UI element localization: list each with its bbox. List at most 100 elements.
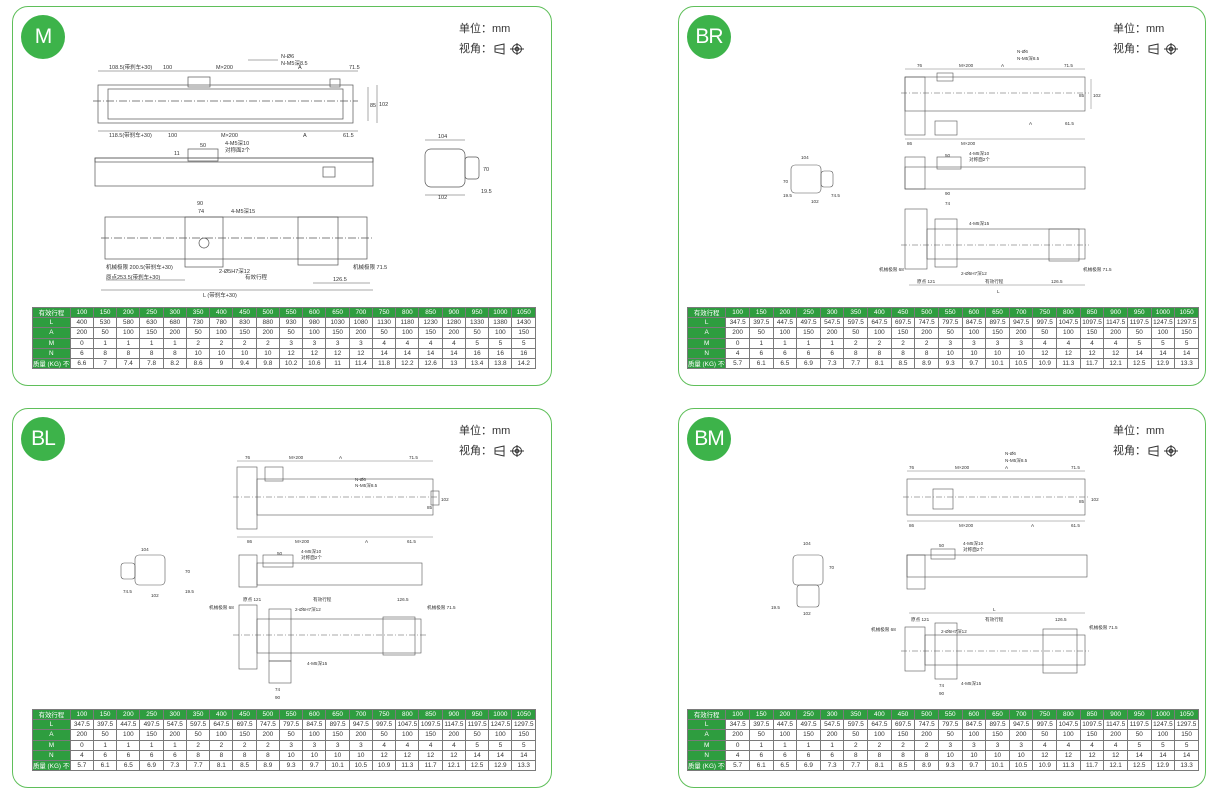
table-cell: 4 — [69, 749, 94, 761]
table-cell: 50 — [1032, 729, 1058, 741]
table-header-cell: 900 — [441, 306, 466, 319]
unit-legend: 单位：mm 视角： — [459, 19, 537, 59]
table-cell: 10 — [302, 749, 327, 761]
table-cell: 3 — [937, 337, 963, 349]
dim-text: N-Ø6 — [281, 54, 294, 60]
dim-text: 102 — [379, 102, 388, 108]
table-cell: 597.5 — [185, 719, 211, 731]
table-cell: 200 — [725, 729, 750, 741]
dim-text: 19.5 — [783, 193, 792, 198]
table-cell: 14 — [464, 749, 490, 761]
table-cell: 547.5 — [819, 317, 845, 329]
projection-symbol-icon — [494, 445, 524, 458]
dim-text: N-M5深8.5 — [1017, 55, 1040, 62]
table-cell: 797.5 — [937, 719, 963, 731]
table-cell: 4 — [725, 347, 750, 359]
table-cell: 12.1 — [1103, 357, 1128, 370]
table-cell: 150 — [985, 327, 1010, 339]
table-cell: 200 — [914, 327, 939, 339]
table-cell: 8 — [162, 347, 187, 359]
table-cell: 14 — [395, 347, 420, 359]
table-cell: 10 — [1008, 749, 1034, 761]
table-cell: 1047.5 — [1056, 719, 1081, 731]
table-cell: 16 — [511, 347, 536, 359]
table-header-cell: 250 — [796, 306, 821, 319]
table-cell: 10.5 — [1008, 357, 1034, 370]
table-cell: 8 — [867, 347, 892, 359]
table-cell: 6 — [819, 347, 845, 359]
dim-text: 104 — [438, 134, 447, 140]
dim-text: A — [1005, 465, 1009, 470]
table-header-cell: 1000 — [488, 708, 513, 721]
view-label: 视角： — [459, 43, 492, 55]
table-cell: 200 — [819, 729, 845, 741]
table-cell: 630 — [139, 317, 164, 329]
table-cell: 6.5 — [772, 759, 798, 772]
table-cell: 497.5 — [139, 719, 164, 731]
dim-text: M×200 — [955, 465, 970, 470]
dim-text: M×200 — [961, 141, 976, 146]
table-cell: 5 — [488, 337, 513, 349]
dim-text: A — [303, 133, 307, 139]
table-cell: 0 — [69, 337, 94, 349]
table-cell: 50 — [1126, 327, 1152, 339]
table-cell: 8 — [890, 347, 916, 359]
table-cell: 14 — [1150, 749, 1176, 761]
table-cell: 200 — [255, 729, 280, 741]
table-cell: 780 — [209, 317, 234, 329]
table-cell: 10.9 — [371, 759, 397, 772]
table-header-cell: 800 — [395, 306, 420, 319]
table-header-cell: 350 — [843, 306, 869, 319]
table-cell: 4 — [395, 337, 420, 349]
table-header-cell: 450 — [232, 306, 257, 319]
table-cell: 200 — [1008, 729, 1034, 741]
panel-bm: BM 单位：mm 视角： 76 M×200 A — [678, 408, 1206, 788]
table-cell: 150 — [1079, 327, 1105, 339]
table-cell: 14 — [1174, 347, 1199, 359]
dim-text: 74 — [939, 683, 945, 688]
row-label: L — [686, 719, 727, 731]
table-cell: 10.5 — [348, 759, 373, 772]
table-cell: 200 — [348, 729, 373, 741]
table-cell: 447.5 — [116, 719, 141, 731]
table-cell: 8 — [232, 749, 257, 761]
table-cell: 200 — [441, 729, 466, 741]
table-cell: 1180 — [395, 317, 420, 329]
table-header-cell: 150 — [92, 708, 118, 721]
dim-text: 90 — [945, 191, 951, 196]
table-cell: 14 — [511, 749, 536, 761]
table-cell: 10 — [278, 749, 304, 761]
dim-text: 机械极限 71.5 — [427, 604, 456, 611]
table-cell: 8.9 — [914, 357, 939, 370]
dim-text: 102 — [441, 497, 449, 502]
table-cell: 997.5 — [1032, 317, 1058, 329]
table-cell: 150 — [232, 729, 257, 741]
table-cell: 150 — [139, 729, 164, 741]
table-cell: 997.5 — [1032, 719, 1058, 731]
dim-text: 76 — [917, 63, 923, 68]
dim-text: 102 — [1091, 497, 1099, 502]
dim-text: 机械极限 68 — [879, 266, 904, 273]
dim-text: 50 — [939, 543, 945, 548]
table-cell: 3 — [985, 739, 1010, 751]
dim-text: 104 — [801, 155, 809, 160]
table-header-cell: 100 — [725, 708, 750, 721]
table-cell: 8 — [116, 347, 141, 359]
table-cell: 1 — [772, 739, 798, 751]
dim-text: 有效行程 — [245, 273, 268, 281]
table-cell: 530 — [92, 317, 118, 329]
table-cell: 6.9 — [139, 759, 164, 772]
table-cell: 150 — [325, 729, 350, 741]
table-cell: 797.5 — [937, 317, 963, 329]
row-label: L — [686, 317, 727, 329]
table-cell: 10 — [325, 749, 350, 761]
dim-text: 102 — [438, 195, 447, 201]
table-header-cell: 300 — [819, 708, 845, 721]
table-cell: 1 — [162, 337, 187, 349]
dim-text: 126.5 — [1055, 617, 1067, 622]
table-cell: 50 — [937, 729, 963, 741]
